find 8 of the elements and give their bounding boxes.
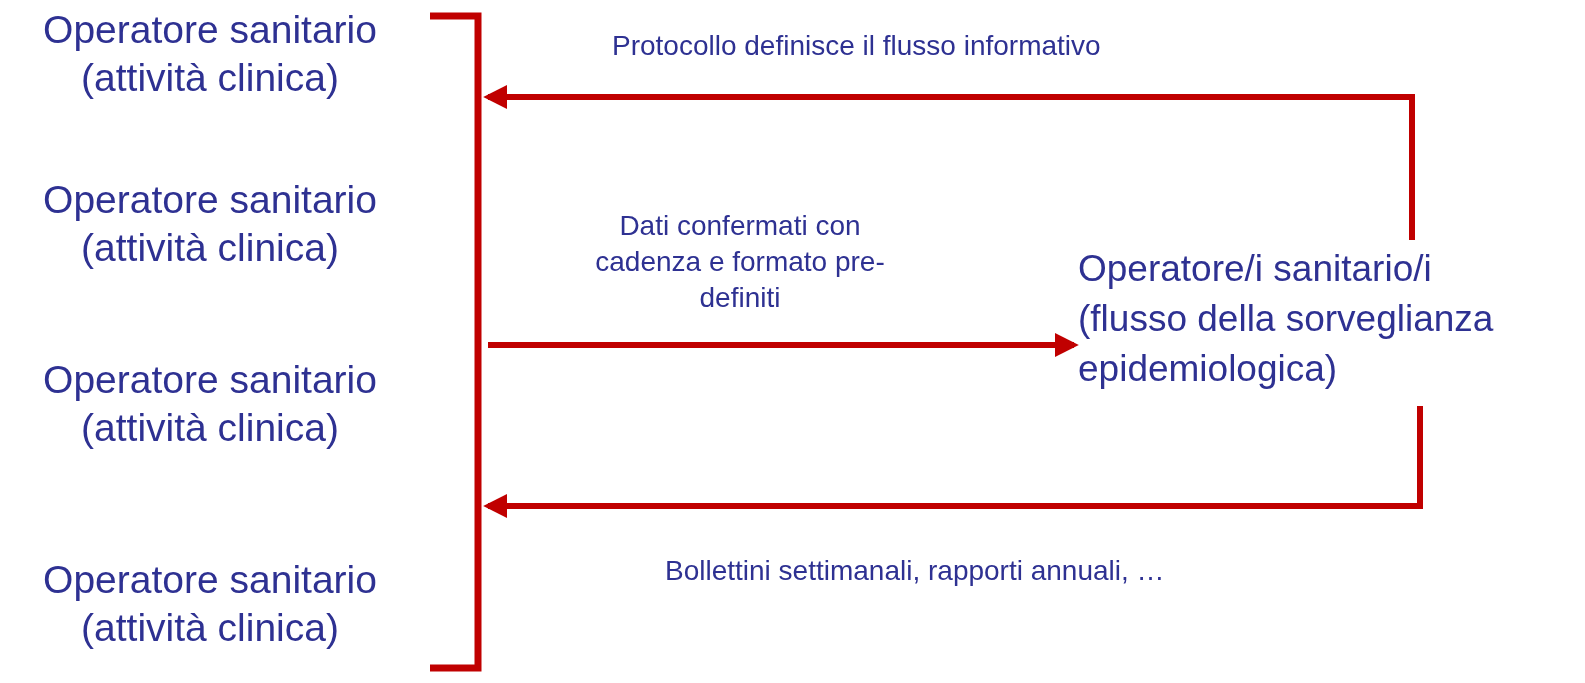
operator-text: Operatore sanitario (attività clinica) xyxy=(42,7,378,101)
operator-text: Operatore sanitario (attività clinica) xyxy=(42,177,378,271)
operator-text: Operatore sanitario (attività clinica) xyxy=(42,557,378,651)
node-text: Operatore/i sanitario/i (flusso della sorveglianza epidemiologica) xyxy=(1078,247,1495,391)
arrow xyxy=(488,333,1079,357)
arrow xyxy=(483,406,1423,518)
arrow xyxy=(483,85,1415,240)
operator-text: Operatore sanitario (attività clinica) xyxy=(42,357,378,451)
